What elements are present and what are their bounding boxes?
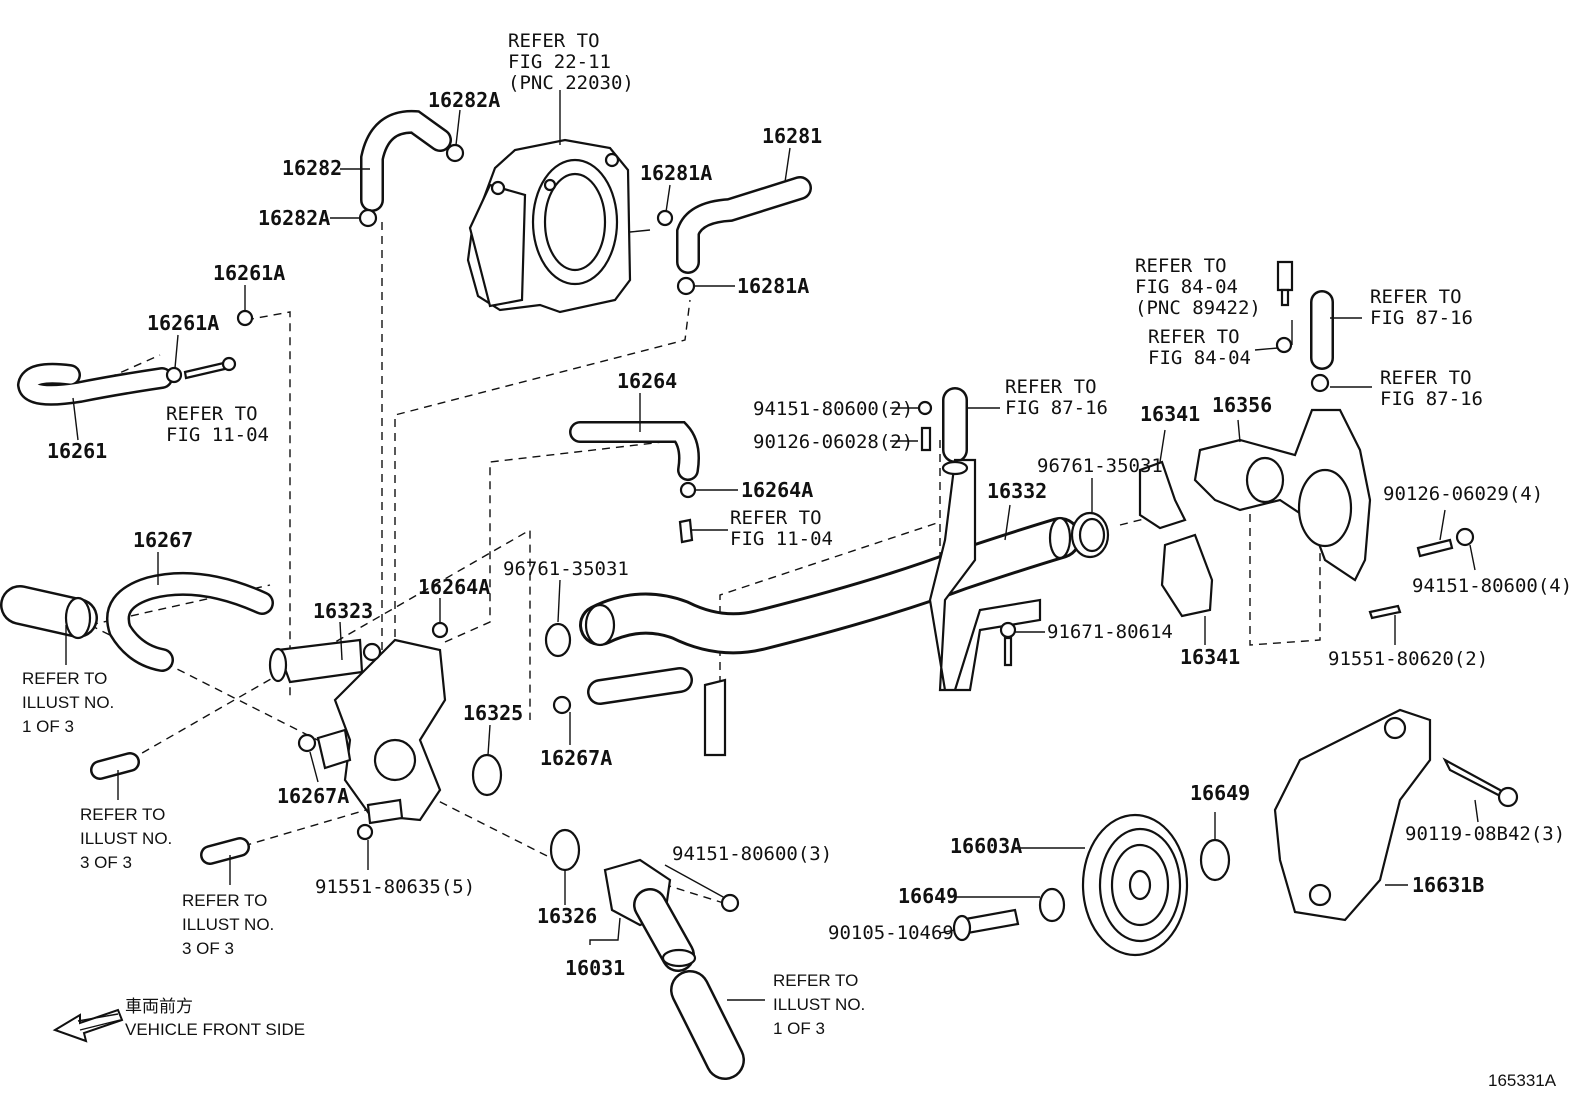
clamps-bolts	[165, 143, 1475, 913]
part-16281: 16281	[762, 124, 822, 148]
ref-illust-1of3-bottom-line3: 1 OF 3	[773, 1019, 825, 1038]
figure-id: 165331A	[1488, 1071, 1557, 1090]
part-16649-right: 16649	[1190, 781, 1250, 805]
ref-fig-84-04-pnc-line2: FIG 84-04	[1135, 276, 1238, 298]
part-16264: 16264	[617, 369, 677, 393]
part-16326: 16326	[537, 904, 597, 928]
ref-fig-87-16-c-line1: REFER TO	[1005, 376, 1097, 398]
fastener-96761-35031-left: 96761-35031	[503, 558, 629, 580]
part-16332: 16332	[987, 479, 1047, 503]
ref-fig-84-04-line2: FIG 84-04	[1148, 347, 1251, 369]
ref-illust-3of3-b-line2: ILLUST NO.	[182, 915, 274, 934]
part-16261: 16261	[47, 439, 107, 463]
part-16281A-bot: 16281A	[737, 274, 809, 298]
fastener-90126-06028-2: 90126-06028(2)	[753, 431, 913, 453]
ref-fig-22-11-line1: REFER TO	[508, 30, 600, 52]
fastener-94151-80600-3: 94151-80600(3)	[672, 843, 832, 865]
part-16282: 16282	[282, 156, 342, 180]
direction-label-jp: 車両前方	[125, 997, 193, 1016]
fastener-91551-80635-5: 91551-80635(5)	[315, 876, 475, 898]
fastener-96761-35031-right: 96761-35031	[1037, 455, 1163, 477]
fastener-94151-80600-2: 94151-80600(2)	[753, 398, 913, 420]
ref-fig-11-04-b-line1: REFER TO	[730, 507, 822, 529]
ref-illust-1of3-bottom-line2: ILLUST NO.	[773, 995, 865, 1014]
part-16281A-top: 16281A	[640, 161, 712, 185]
ref-illust-1of3-left-line3: 1 OF 3	[22, 717, 74, 736]
part-16282A-mid: 16282A	[258, 206, 330, 230]
ref-fig-22-11-line3: (PNC 22030)	[508, 72, 634, 94]
part-numbers: 16282A 16282 16282A 16281 16281A 16281A …	[47, 88, 1484, 980]
ref-illust-1of3-bottom-line1: REFER TO	[773, 971, 858, 990]
throttle-body	[466, 138, 651, 314]
part-16323: 16323	[313, 599, 373, 623]
ref-illust-3of3-a-line3: 3 OF 3	[80, 853, 132, 872]
ref-fig-87-16-c-line2: FIG 87-16	[1005, 397, 1108, 419]
ref-fig-11-04-a-line1: REFER TO	[166, 403, 258, 425]
fastener-numbers: 94151-80600(2) 90126-06028(2) 96761-3503…	[315, 398, 1572, 944]
part-16341-bot: 16341	[1180, 645, 1240, 669]
water-pump-assembly	[1070, 408, 1372, 618]
water-outlet	[268, 638, 447, 825]
ref-illust-3of3-b-line3: 3 OF 3	[182, 939, 234, 958]
water-pipe	[579, 458, 1081, 757]
ref-fig-87-16-a-line1: REFER TO	[1370, 286, 1462, 308]
part-16631B: 16631B	[1412, 873, 1484, 897]
part-16267A-mid: 16267A	[540, 746, 612, 770]
part-16267: 16267	[133, 528, 193, 552]
fastener-94151-80600-4: 94151-80600(4)	[1412, 575, 1572, 597]
footer: 車両前方 VEHICLE FRONT SIDE 165331A	[52, 997, 1557, 1090]
part-16341-top: 16341	[1140, 402, 1200, 426]
fastener-90126-06029-4: 90126-06029(4)	[1383, 483, 1543, 505]
leader-lines	[65, 90, 1479, 1001]
part-16325: 16325	[463, 701, 523, 725]
direction-label-en: VEHICLE FRONT SIDE	[125, 1020, 305, 1039]
ref-fig-11-04-b-line2: FIG 11-04	[730, 528, 833, 550]
ref-illust-1of3-left-line1: REFER TO	[22, 669, 107, 688]
ref-fig-11-04-a-line2: FIG 11-04	[166, 424, 269, 446]
refer-callouts: REFER TO FIG 22-11 (PNC 22030) REFER TO …	[22, 30, 1483, 1038]
part-16031: 16031	[565, 956, 625, 980]
ref-fig-87-16-b-line1: REFER TO	[1380, 367, 1472, 389]
fastener-91551-80620-2: 91551-80620(2)	[1328, 648, 1488, 670]
fastener-90119-08B42-3: 90119-08B42(3)	[1405, 823, 1565, 845]
part-16261A-top: 16261A	[213, 261, 285, 285]
thermostat-housing	[603, 858, 697, 972]
vehicle-front-arrow-icon	[52, 1008, 124, 1043]
ref-illust-3of3-a-line2: ILLUST NO.	[80, 829, 172, 848]
part-16649-left: 16649	[898, 884, 958, 908]
part-16356: 16356	[1212, 393, 1272, 417]
ref-illust-3of3-a-line1: REFER TO	[80, 805, 165, 824]
fastener-90105-10469: 90105-10469	[828, 922, 954, 944]
part-16603A: 16603A	[950, 834, 1022, 858]
fastener-91671-80614: 91671-80614	[1047, 621, 1173, 643]
assembly-lines	[69, 222, 1321, 906]
ref-fig-84-04-line1: REFER TO	[1148, 326, 1240, 348]
ref-fig-84-04-pnc-line3: (PNC 89422)	[1135, 297, 1261, 319]
part-16264A-left: 16264A	[418, 575, 490, 599]
ref-fig-87-16-a-line2: FIG 87-16	[1370, 307, 1473, 329]
ref-fig-84-04-pnc-line1: REFER TO	[1135, 255, 1227, 277]
hoses	[0, 109, 1334, 1080]
ref-fig-22-11-line2: FIG 22-11	[508, 51, 611, 73]
part-16267A-left: 16267A	[277, 784, 349, 808]
ref-illust-1of3-left-line2: ILLUST NO.	[22, 693, 114, 712]
part-16282A-top: 16282A	[428, 88, 500, 112]
part-16264A-right: 16264A	[741, 478, 813, 502]
part-16261A-mid: 16261A	[147, 311, 219, 335]
pulley-assembly	[952, 813, 1231, 957]
bracket	[1273, 708, 1519, 922]
ref-fig-87-16-b-line2: FIG 87-16	[1380, 388, 1483, 410]
ref-illust-3of3-b-line1: REFER TO	[182, 891, 267, 910]
